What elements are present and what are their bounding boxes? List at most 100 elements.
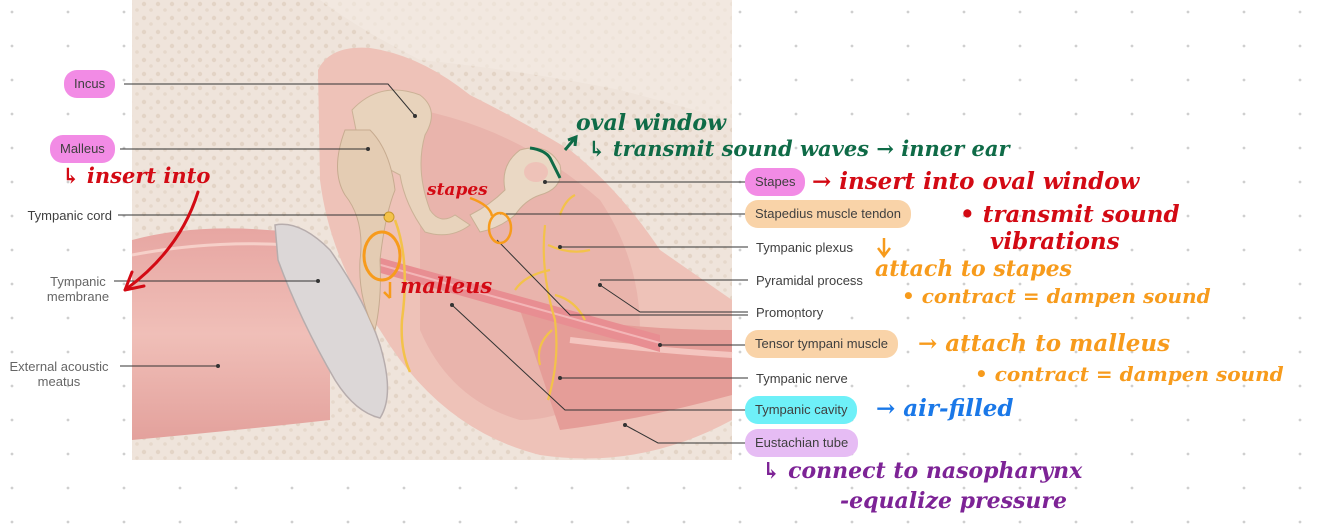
grid-dot	[1074, 44, 1078, 48]
grid-dot	[1186, 214, 1190, 218]
grid-dot	[1186, 452, 1190, 456]
grid-dot	[1018, 282, 1022, 286]
grid-dot	[850, 78, 854, 82]
grid-dot	[66, 452, 70, 456]
grid-dot	[906, 350, 910, 354]
grid-dot	[1018, 78, 1022, 82]
grid-dot	[10, 180, 14, 184]
grid-dot	[1186, 44, 1190, 48]
grid-dot	[1186, 248, 1190, 252]
grid-dot	[1074, 520, 1078, 524]
grid-dot	[1018, 384, 1022, 388]
grid-dot	[794, 486, 798, 490]
grid-dot	[1242, 44, 1246, 48]
grid-dot	[1074, 486, 1078, 490]
grid-dot	[1298, 350, 1302, 354]
incus-shape	[351, 89, 471, 236]
grid-dot	[1018, 418, 1022, 422]
grid-dot	[682, 520, 686, 524]
grid-dot	[10, 214, 14, 218]
grid-dot	[122, 316, 126, 320]
grid-dot	[962, 520, 966, 524]
grid-dot	[1074, 282, 1078, 286]
grid-dot	[10, 316, 14, 320]
grid-dot	[626, 520, 630, 524]
grid-dot	[794, 520, 798, 524]
grid-dot	[1074, 316, 1078, 320]
grid-dot	[122, 452, 126, 456]
grid-dot	[1298, 452, 1302, 456]
grid-dot	[738, 520, 742, 524]
grid-dot	[794, 78, 798, 82]
grid-dot	[794, 112, 798, 116]
grid-dot	[10, 418, 14, 422]
grid-dot	[234, 520, 238, 524]
label-stapes: Stapes	[745, 168, 806, 196]
grid-dot	[1186, 10, 1190, 14]
grid-dot	[738, 78, 742, 82]
grid-dot	[514, 520, 518, 524]
grid-dot	[1074, 146, 1078, 150]
grid-dot	[122, 44, 126, 48]
label-tympanic-nerve: Tympanic nerve	[756, 371, 848, 386]
note-equalize-pressure: -equalize pressure	[840, 488, 1067, 514]
grid-dot	[66, 248, 70, 252]
grid-dot	[794, 44, 798, 48]
grid-dot	[1242, 384, 1246, 388]
grid-dot	[1074, 180, 1078, 184]
grid-dot	[10, 112, 14, 116]
grid-dot	[1186, 384, 1190, 388]
grid-dot	[738, 418, 742, 422]
label-tympanic-cavity: Tympanic cavity	[745, 396, 858, 424]
grid-dot	[66, 44, 70, 48]
grid-dot	[402, 486, 406, 490]
grid-dot	[850, 44, 854, 48]
grid-dot	[962, 180, 966, 184]
grid-dot	[1186, 78, 1190, 82]
grid-dot	[1130, 146, 1134, 150]
note-connect-nasopharynx: ↳ connect to nasopharynx	[762, 458, 1083, 484]
grid-dot	[1130, 248, 1134, 252]
grid-dot	[1298, 214, 1302, 218]
grid-dot	[850, 384, 854, 388]
label-malleus: Malleus	[50, 135, 115, 163]
grid-dot	[962, 214, 966, 218]
grid-dot	[850, 146, 854, 150]
grid-dot	[794, 316, 798, 320]
grid-dot	[122, 180, 126, 184]
label-external-acoustic-meatus: External acoustic meatus	[9, 359, 109, 389]
grid-dot	[1130, 112, 1134, 116]
label-tympanic-cord: Tympanic cord	[27, 208, 112, 223]
grid-dot	[1018, 350, 1022, 354]
grid-dot	[1074, 10, 1078, 14]
grid-dot	[1018, 180, 1022, 184]
grid-dot	[1242, 520, 1246, 524]
grid-dot	[1018, 486, 1022, 490]
grid-dot	[962, 486, 966, 490]
grid-dot	[122, 384, 126, 388]
grid-dot	[1130, 520, 1134, 524]
grid-dot	[10, 486, 14, 490]
grid-dot	[10, 248, 14, 252]
label-tensor-tympani: Tensor tympani muscle	[745, 330, 898, 358]
note-transmit-vibrations-1: • transmit sound	[960, 201, 1180, 228]
note-transmit-vibrations-2: vibrations	[990, 228, 1120, 255]
grid-dot	[346, 520, 350, 524]
grid-dot	[1298, 282, 1302, 286]
grid-dot	[794, 248, 798, 252]
grid-dot	[738, 350, 742, 354]
grid-dot	[1130, 486, 1134, 490]
grid-dot	[1074, 418, 1078, 422]
grid-dot	[1242, 78, 1246, 82]
note-contract-dampen-2: • contract = dampen sound	[975, 362, 1284, 386]
grid-dot	[1130, 44, 1134, 48]
grid-dot	[1298, 520, 1302, 524]
eardrum-shape	[274, 223, 389, 419]
grid-dot	[1186, 180, 1190, 184]
note-oval-window: oval window	[576, 110, 727, 136]
grid-dot	[66, 486, 70, 490]
grid-dot	[738, 112, 742, 116]
grid-dot	[402, 520, 406, 524]
label-promontory: Promontory	[756, 305, 824, 320]
grid-dot	[570, 486, 574, 490]
